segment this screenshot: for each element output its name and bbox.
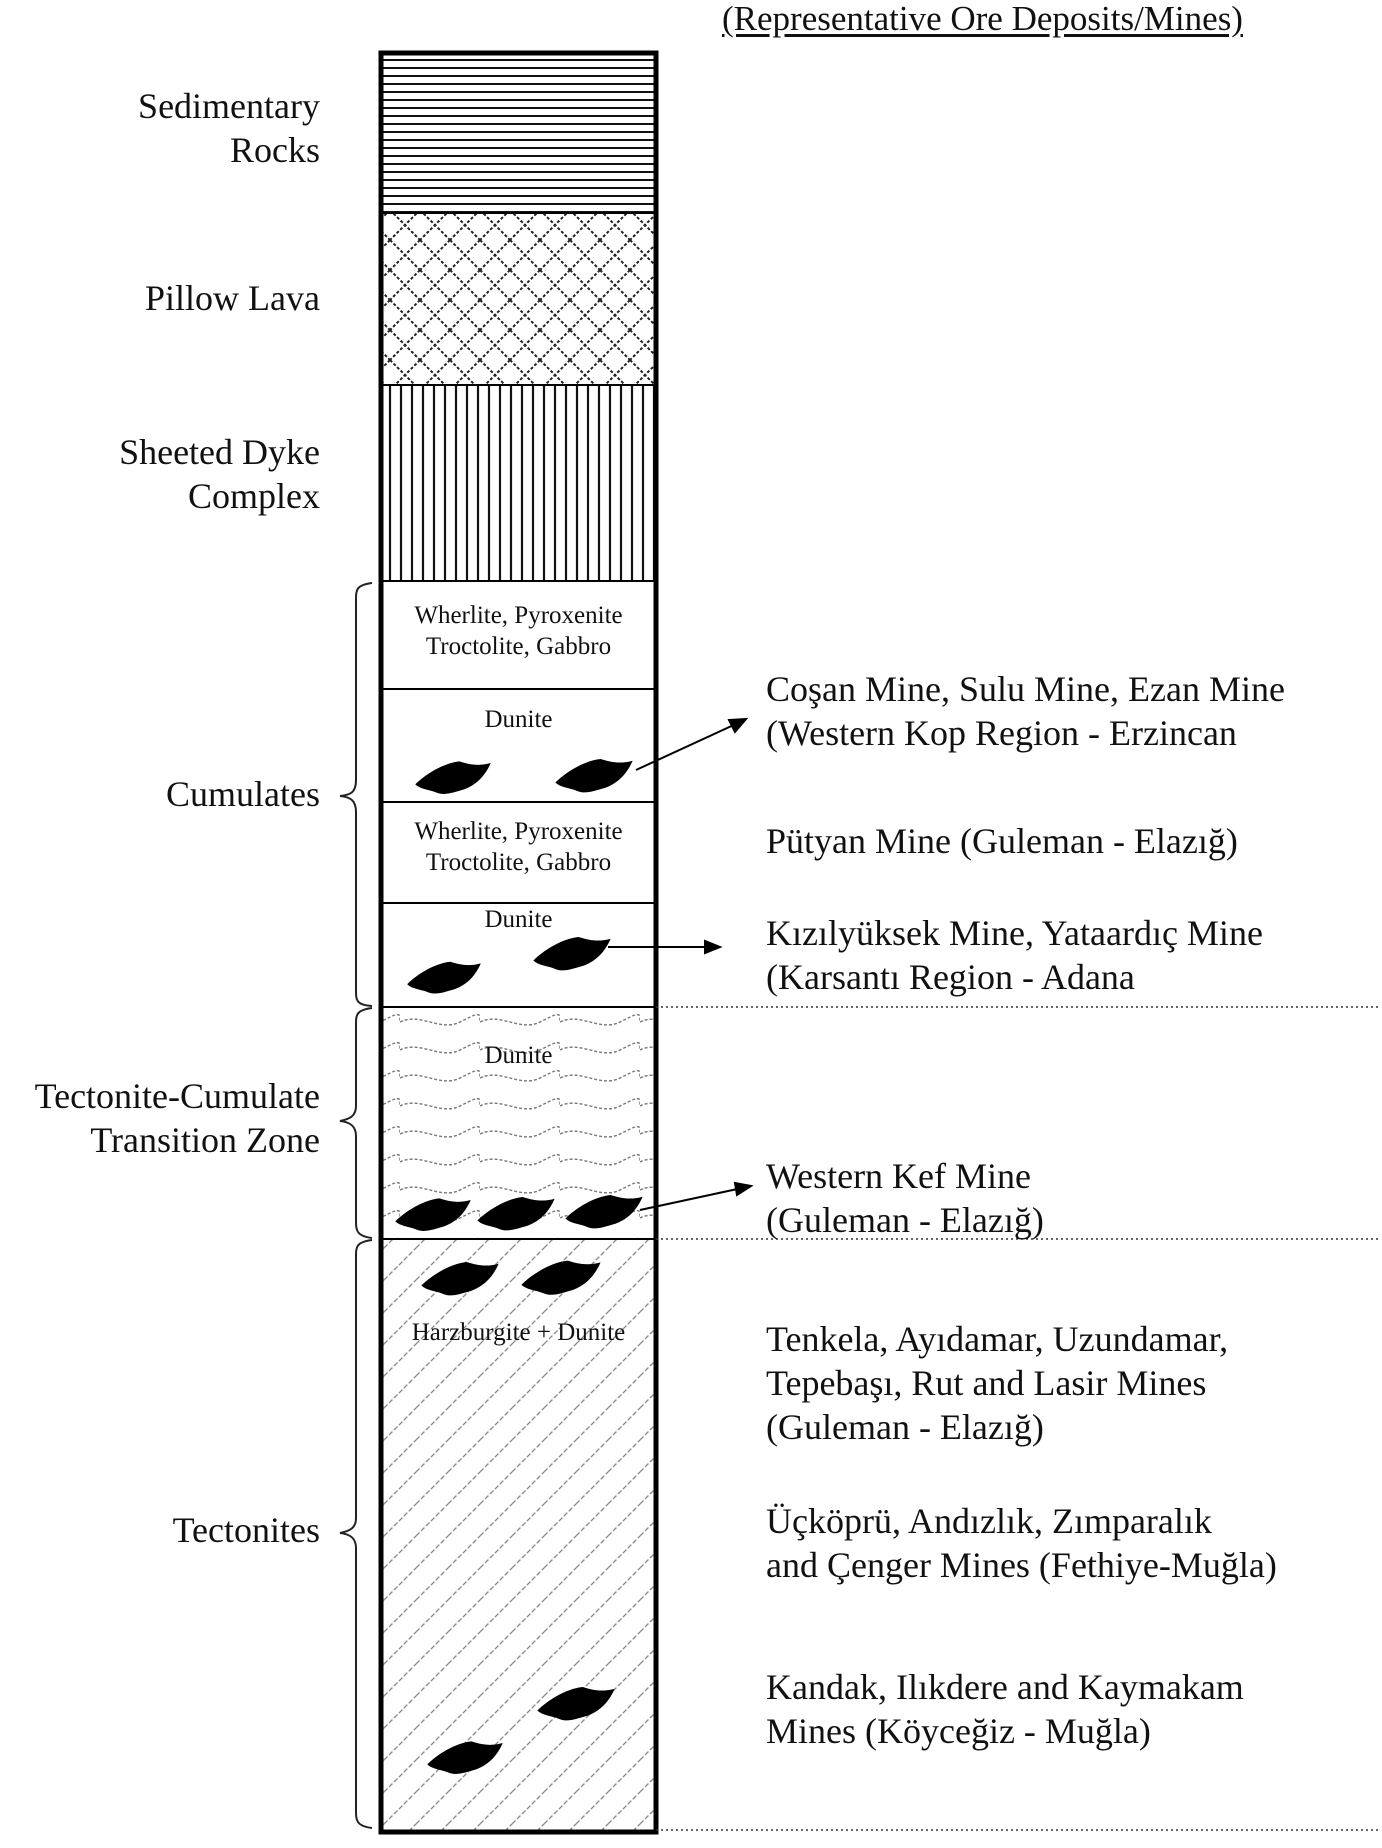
mine-kiziluksek: Kızılyüksek Mine, Yataardıç Mine (Karsan… bbox=[766, 913, 1263, 997]
label-dunite-3: Dunite bbox=[484, 1042, 553, 1069]
bracket-cumulates bbox=[339, 582, 373, 1007]
label-pillow-lava: Pillow Lava bbox=[145, 278, 320, 318]
label-harzburgite-dunite: Harzburgite + Dunite bbox=[411, 1319, 626, 1346]
layer-sedimentary bbox=[383, 55, 654, 213]
layer-wherlite-1 bbox=[383, 581, 654, 689]
label-tectonites: Tectonites bbox=[172, 1510, 320, 1550]
mine-cosan: Coşan Mine, Sulu Mine, Ezan Mine (Wester… bbox=[766, 669, 1285, 753]
layer-tectonites bbox=[383, 1239, 654, 1830]
label-wherlite-1: Wherlite, Pyroxenite Troctolite, Gabbro bbox=[414, 602, 623, 660]
zone-dotted-lines bbox=[656, 1006, 1378, 1831]
arrow-western-kef bbox=[639, 1187, 743, 1211]
ore-arrows bbox=[608, 717, 754, 1211]
label-sheeted-dyke: Sheeted Dyke Complex bbox=[119, 432, 320, 516]
label-cumulates: Cumulates bbox=[166, 774, 320, 814]
mine-kandak: Kandak, Ilıkdere and Kaymakam Mines (Köy… bbox=[766, 1667, 1244, 1751]
bracket-tectonites bbox=[339, 1239, 373, 1829]
layer-pillow-lava bbox=[383, 213, 654, 385]
bracket-transition bbox=[339, 1007, 373, 1239]
arrow-cosan bbox=[635, 722, 739, 771]
label-dunite-2: Dunite bbox=[484, 906, 553, 933]
label-wherlite-2: Wherlite, Pyroxenite Troctolite, Gabbro bbox=[414, 818, 623, 876]
layer-boundaries bbox=[383, 212, 654, 1240]
mine-uckopru: Üçköprü, Andızlık, Zımparalık and Çenger… bbox=[766, 1501, 1277, 1585]
zone-brackets bbox=[339, 582, 373, 1829]
label-sedimentary-rocks: Sedimentary Rocks bbox=[138, 86, 320, 170]
layer-sheeted-dyke bbox=[383, 385, 654, 581]
layer-wherlite-2 bbox=[383, 802, 654, 903]
ore-deposits-header: (Representative Ore Deposits/Mines) bbox=[722, 0, 1243, 38]
label-transition-zone: Tectonite-Cumulate Transition Zone bbox=[34, 1076, 320, 1160]
column-outline bbox=[378, 50, 659, 1835]
mine-putyan: Pütyan Mine (Guleman - Elazığ) bbox=[766, 821, 1238, 861]
mine-tenkela: Tenkela, Ayıdamar, Uzundamar, Tepebaşı, … bbox=[766, 1319, 1229, 1447]
mine-western-kef: Western Kef Mine (Guleman - Elazığ) bbox=[766, 1156, 1044, 1240]
label-dunite-1: Dunite bbox=[484, 706, 553, 733]
